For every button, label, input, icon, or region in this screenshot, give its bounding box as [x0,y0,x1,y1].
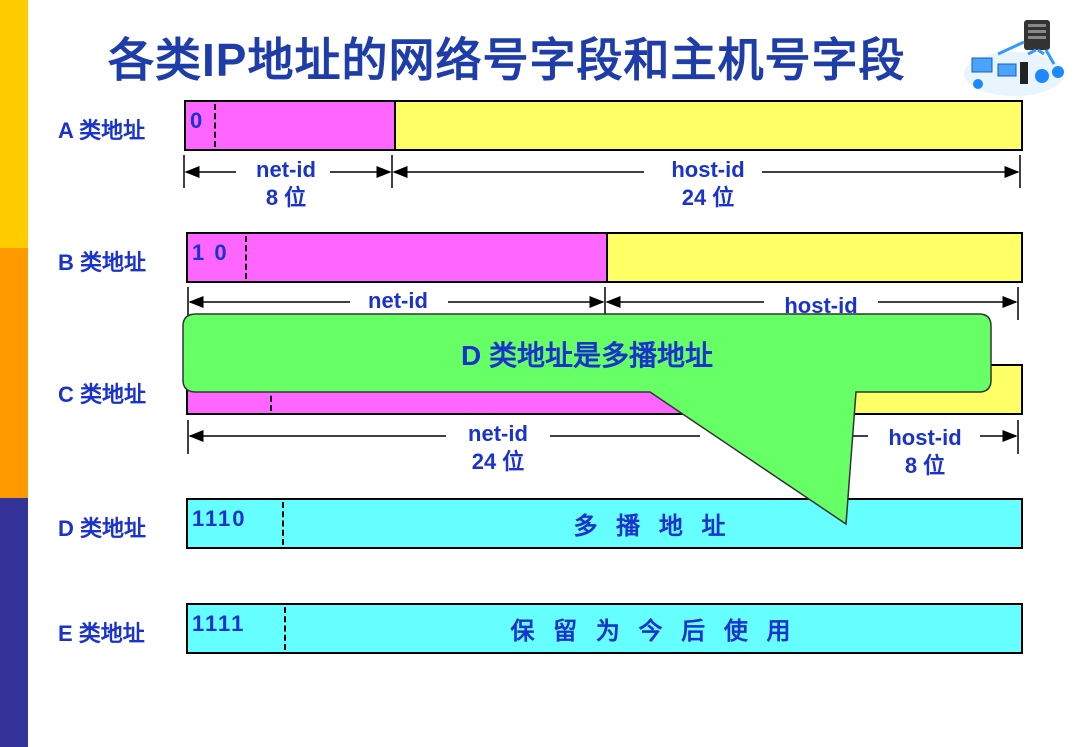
page-title: 各类IP地址的网络号字段和主机号字段 [108,34,906,86]
class-a-host-segment [394,102,1021,149]
class-a-prefix-divider [214,104,216,147]
class-a-dimension [183,155,1021,188]
class-a-bar: 0 [184,100,1023,151]
class-e-bar: 1111 保 留 为 今 后 使 用 [186,603,1023,654]
sidebar-stripe [0,0,28,747]
class-a-net-bits: 8 位 [265,185,307,210]
class-e-label: E 类地址 [58,621,145,646]
class-a-net-id: net-id [256,157,316,182]
class-c-dimension [187,420,1019,454]
class-d-prefix-divider [282,502,284,545]
class-a-label: A 类地址 [58,118,146,143]
class-b-label: B 类地址 [58,250,147,275]
class-d-label: D 类地址 [58,516,147,541]
class-e-prefix-bits: 1111 [192,611,246,636]
class-c-host-label: host-id 8 位 [870,424,980,480]
class-c-host-id: host-id [888,425,962,450]
class-b-dimension [187,287,1019,320]
class-b-net-id: net-id [368,288,428,313]
class-b-bar: 1 0 [186,232,1023,283]
class-b-prefix-divider [245,236,247,279]
class-a-net-segment [186,102,394,149]
class-b-host-segment [606,234,1021,281]
class-a-host-bits: 24 位 [681,185,735,210]
class-a-prefix-bits: 0 [190,108,205,133]
callout-text: D 类地址是多播地址 [460,340,713,371]
class-a-host-id: host-id [671,157,745,182]
class-a-host-label: host-id 24 位 [648,156,768,212]
class-d-prefix-bits: 1110 [192,506,247,531]
class-b-net-segment [188,234,606,281]
class-c-net-bits: 24 位 [471,449,525,474]
sidebar-orange-band [0,248,28,498]
sidebar-navy-band [0,498,28,747]
class-e-description: 保 留 为 今 后 使 用 [510,618,797,645]
class-c-net-id: net-id [468,421,528,446]
class-d-bar: 1110 多 播 地 址 [186,498,1023,549]
sidebar-yellow-band [0,0,28,248]
class-c-label: C 类地址 [58,382,147,407]
class-b-prefix-bits: 1 0 [192,240,229,265]
class-a-net-label: net-id 8 位 [236,156,336,212]
class-e-prefix-divider [284,607,286,650]
class-d-description: 多 播 地 址 [573,513,732,540]
class-c-host-bits: 8 位 [904,453,946,478]
network-topology-icon [964,20,1064,96]
class-c-net-label: net-id 24 位 [446,420,550,476]
